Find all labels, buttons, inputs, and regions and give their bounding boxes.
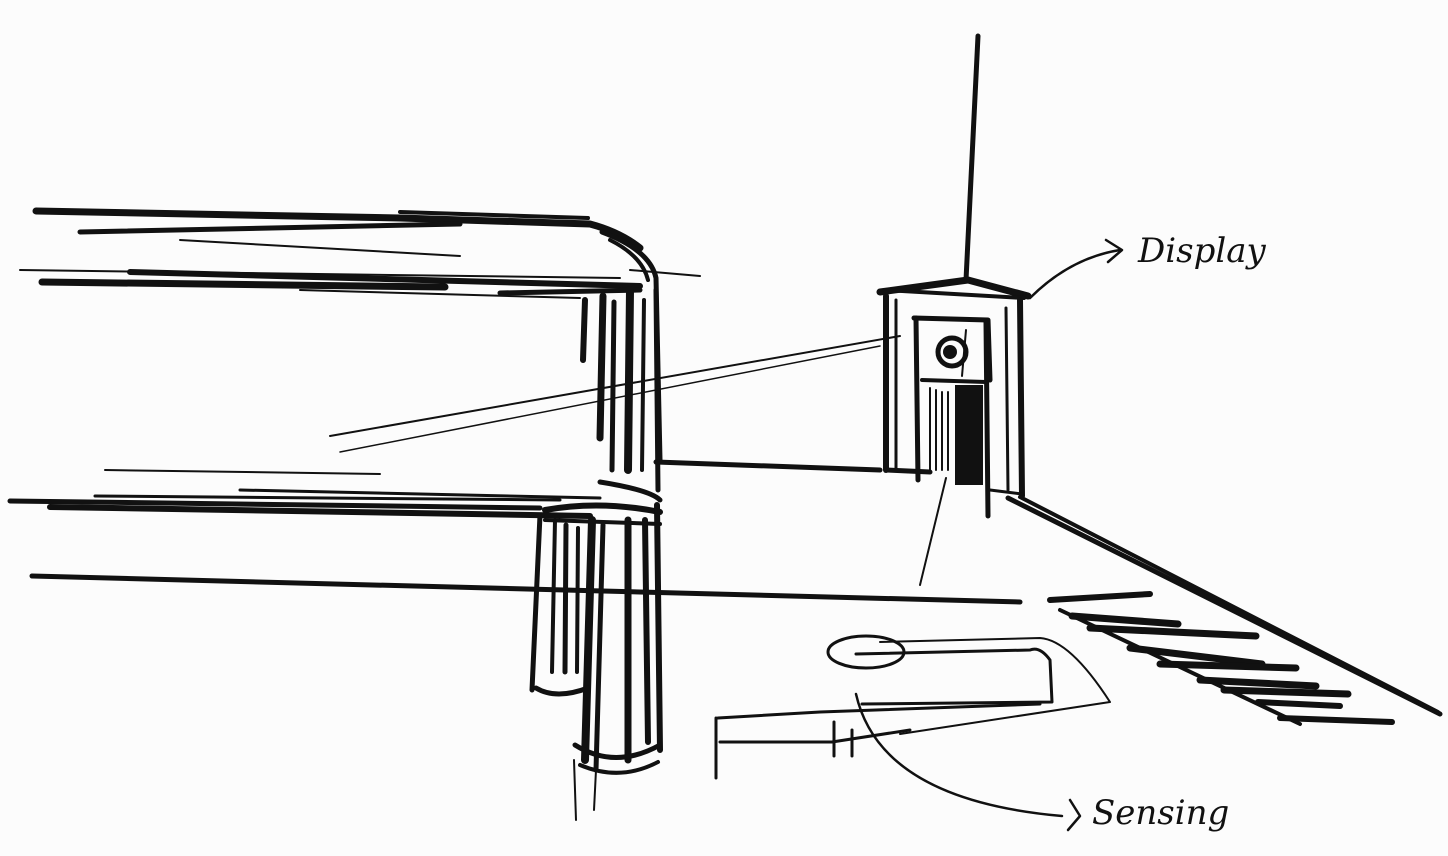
tabletop-corner [602, 232, 700, 460]
display-annotation: Display [1030, 231, 1266, 298]
display-pole [966, 36, 978, 280]
table-leg [532, 505, 660, 820]
wall-floor-line-back [656, 462, 880, 470]
sensing-area [716, 594, 1392, 778]
display-arrow [1030, 250, 1120, 298]
floor-mat-hatching [1050, 594, 1392, 724]
display-unit [880, 36, 1028, 585]
table [10, 211, 700, 820]
sensing-label: Sensing [1092, 793, 1229, 833]
display-label: Display [1137, 231, 1266, 271]
tabletop-top-edge [20, 211, 640, 298]
sensing-arrow [856, 694, 1062, 816]
sensing-arrowhead [1068, 800, 1080, 830]
floor-line-front [32, 576, 1020, 602]
sensing-annotation: Sensing [856, 694, 1229, 833]
